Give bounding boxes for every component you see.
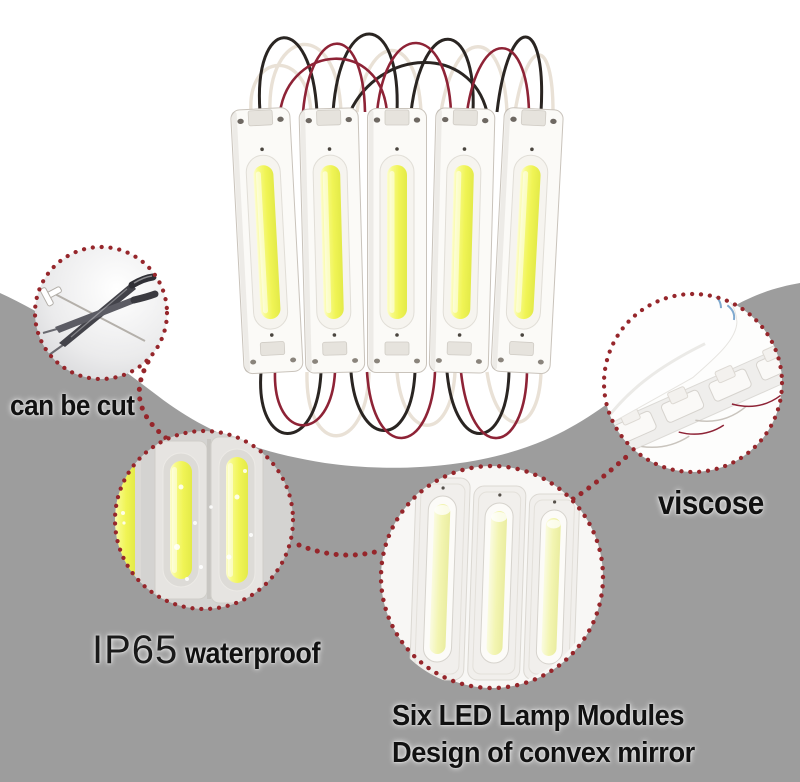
waterproof-modules-art — [115, 436, 264, 604]
dotted-connector — [136, 359, 169, 441]
six-modules-label: Six LED Lamp Modules Design of convex mi… — [392, 698, 714, 772]
can-be-cut-callout — [32, 244, 170, 382]
ip65-label: IP65 waterproof — [92, 628, 335, 673]
wire-loops-bottom — [259, 371, 543, 440]
wire-connector — [39, 286, 62, 307]
scissors-icon — [39, 273, 159, 356]
six-modules-line2: Design of convex mirror — [392, 737, 695, 769]
water-droplets — [121, 469, 253, 581]
viscose-text: viscose — [658, 484, 764, 521]
adhesive-tape-art — [604, 294, 782, 464]
ip65-callout — [112, 428, 296, 612]
viscose-label: viscose — [658, 484, 776, 522]
led-module — [367, 108, 427, 373]
led-module — [229, 106, 304, 375]
led-module-row — [229, 106, 565, 375]
led-module — [490, 106, 565, 375]
can-be-cut-text: can be cut — [10, 390, 135, 422]
waterproof-text: waterproof — [185, 637, 321, 670]
dotted-connector — [570, 449, 635, 502]
ip65-rating-text: IP65 — [92, 628, 179, 672]
six-modules-line1: Six LED Lamp Modules — [392, 700, 685, 732]
dotted-connector — [296, 542, 382, 558]
viscose-callout — [601, 291, 785, 475]
led-module — [298, 107, 366, 374]
led-module — [428, 107, 496, 374]
wire-loops-top — [249, 32, 555, 113]
convex-mirror-modules-art — [409, 477, 581, 681]
can-be-cut-label: can be cut — [10, 390, 148, 423]
six-modules-callout — [378, 463, 606, 691]
product-photo — [229, 32, 565, 440]
